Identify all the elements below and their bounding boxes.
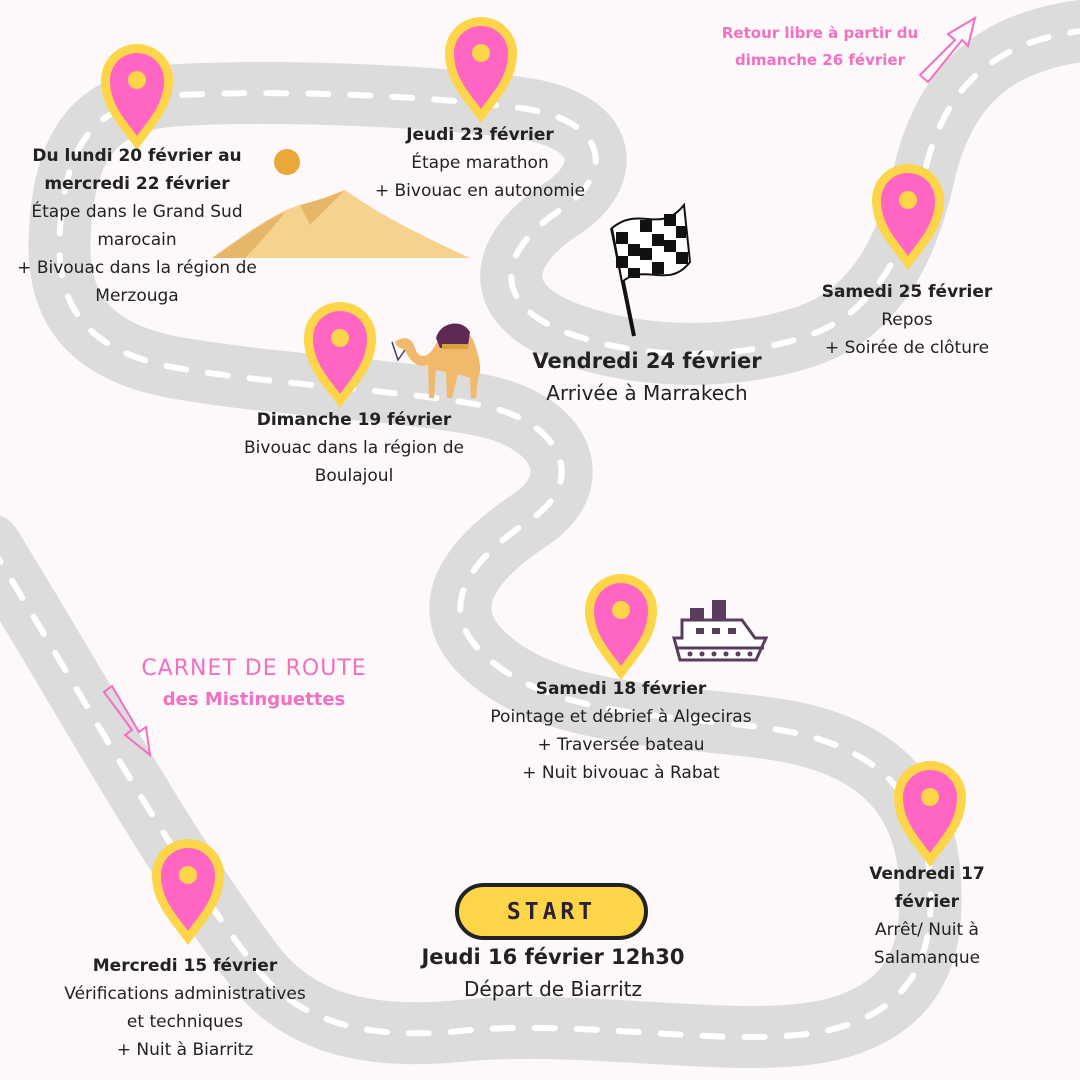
stop-line: + Soirée de clôture [824,338,990,358]
start-button[interactable]: START [455,883,648,940]
map-pin-icon [585,574,657,680]
stop-mercredi-15: Mercredi 15 février Vérifications admini… [64,952,305,1064]
map-pin-icon [894,761,966,867]
map-pin-icon [101,44,173,150]
arrow-icon [918,15,977,84]
stop-samedi-25: Samedi 25 février Repos + Soirée de clôt… [822,278,993,362]
stop-line: Étape marathon [411,153,549,173]
stop-line: Vérifications administratives [64,984,306,1004]
stop-jeudi-23: Jeudi 23 février Étape marathon + Bivoua… [375,121,585,205]
stop-line: + Bivouac en autonomie [374,181,586,201]
stop-date: Vendredi 17 février [869,864,985,912]
stop-line: + Nuit bivouac à Rabat [522,763,720,783]
stop-date: Jeudi 16 février 12h30 [421,945,685,969]
stop-line: Bivouac dans la région de [244,438,464,458]
map-pins [101,17,966,945]
stop-jeudi-16: Jeudi 16 février 12h30 Départ de Biarrit… [421,941,684,1005]
stop-vendredi-24: Vendredi 24 février Arrivée à Marrakech [532,345,761,409]
stop-date: mercredi 22 février [44,174,230,194]
title-main: CARNET DE ROUTE [141,656,367,681]
stop-date: Mercredi 15 février [92,956,278,976]
sun-icon [274,149,300,175]
stop-vendredi-17: Vendredi 17 février Arrêt/ Nuit à Salama… [851,860,1004,972]
map-pin-icon [304,302,376,408]
stop-dimanche-19: Dimanche 19 février Bivouac dans la régi… [244,406,464,490]
stop-date: Dimanche 19 février [256,410,452,430]
stop-date: Jeudi 23 février [406,125,554,145]
map-pin-icon [445,17,517,123]
stop-line: Étape dans le Grand Sud [31,202,243,222]
camel-icon [391,323,481,398]
stop-samedi-18: Samedi 18 février Pointage et débrief à … [490,675,751,787]
stop-line: et techniques [126,1012,244,1032]
stop-line: marocain [97,230,177,250]
stop-date: Samedi 18 février [535,679,707,699]
ship-icon [672,600,769,662]
stop-line: Arrêt/ Nuit à Salamanque [873,920,981,968]
dune-icon [212,190,470,258]
checkered-flag-icon [610,202,692,337]
return-note-line2: dimanche 26 février [735,51,905,69]
stop-lundi-20: Du lundi 20 février au mercredi 22 févri… [17,142,257,310]
return-note-line1: Retour libre à partir du [721,24,919,42]
arrow-icon [102,684,152,758]
stop-line: Départ de Biarritz [464,977,642,1001]
return-note: Retour libre à partir du dimanche 26 fév… [722,20,918,74]
stop-line: Boulajoul [314,466,394,486]
stop-date: Vendredi 24 février [532,349,762,373]
stop-line: + Traversée bateau [537,735,705,755]
stop-line: Pointage et débrief à Algeciras [490,707,752,727]
title-block: CARNET DE ROUTE des Mistinguettes [141,656,366,710]
stop-line: + Nuit à Biarritz [116,1040,254,1060]
stop-line: Arrivée à Marrakech [546,381,748,405]
stop-line: Merzouga [95,286,179,306]
map-pin-icon [152,839,224,945]
stop-line: + Bivouac dans la région de [17,258,257,278]
map-pin-icon [872,164,944,270]
title-sub: des Mistinguettes [162,689,346,710]
stop-line: Repos [881,310,933,330]
stop-date: Samedi 25 février [821,282,993,302]
stop-date: Du lundi 20 février au [32,146,242,166]
